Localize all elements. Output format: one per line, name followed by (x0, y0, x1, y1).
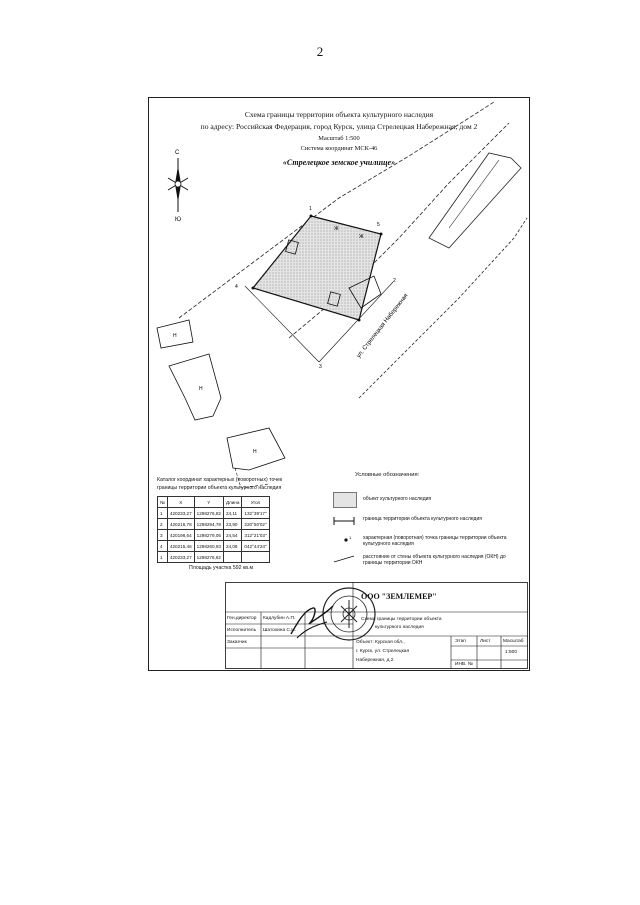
object-name: «Стрелецкое земское училище» (282, 158, 396, 167)
table-row: 3 420198,64 1298279,05 24,54 312°21'03" (157, 529, 270, 541)
legend-title: Условные обозначения: (355, 472, 420, 478)
table-row: 1 420233,27 1298276,82 24,11 132°39'17" (157, 507, 270, 519)
plan-address: по адресу: Российская Федерация, город К… (200, 122, 478, 131)
table-cell: 1 (157, 551, 168, 563)
scale-value: 1:500 (505, 650, 518, 655)
table-row: 2 420216,78 1298294,78 23,90 220°50'02" (157, 518, 270, 530)
column-header: Угол (241, 496, 270, 508)
table-cell: 1298260,93 (193, 540, 224, 552)
sheet-label: Лист (480, 639, 491, 644)
title-block-grid (225, 582, 528, 669)
company-name: ООО "ЗЕМЛЕМЕР" (361, 592, 437, 601)
building-mark: Н (199, 386, 203, 392)
role-label: Исполнитель (227, 628, 257, 633)
table-cell: 312°21'03" (241, 529, 270, 541)
table-cell: 420233,27 (166, 507, 195, 519)
street-boundary-line (178, 101, 495, 319)
table-cell: 1 (157, 507, 168, 519)
svg-text:1: 1 (349, 535, 352, 540)
table-cell: 220°50'02" (241, 518, 270, 530)
table-cell (241, 551, 270, 563)
compass-rose-icon: С Ю (167, 150, 189, 223)
title-block: ООО "ЗЕМЛЕМЕР" Ген.директор Исполнитель … (225, 582, 528, 669)
role-label: Заказчик (227, 640, 247, 645)
building-zh (327, 291, 341, 307)
table-cell: 1298276,82 (193, 507, 224, 519)
table-cell: 2 (157, 518, 168, 530)
table-cell (222, 551, 243, 563)
building-zh (285, 239, 299, 255)
heritage-territory (251, 215, 382, 321)
person-name: Кадлубин А.П. (263, 616, 296, 621)
table-cell: 24,54 (222, 529, 243, 541)
legend-distance-symbol (333, 555, 355, 563)
cadastral-plan: Ж Ж 1 2 3 4 5 ул. Стрелецкая Набережная … (156, 101, 528, 489)
point-label: 1 (309, 206, 312, 212)
signature-icon (290, 605, 334, 639)
table-cell: 1298294,78 (193, 518, 224, 530)
point-label: 2 (393, 278, 396, 284)
address-line: Объект: Курская обл., (356, 640, 405, 645)
legend-point-symbol: 1 (344, 535, 352, 542)
table-cell: 420233,27 (166, 551, 195, 563)
legend-item-text: граница территории объекта культурного н… (363, 516, 482, 522)
point-label: 3 (319, 364, 322, 370)
catalog-title: Каталог координат характерных (поворотны… (157, 477, 283, 483)
address-line: Набережная, д.2 (356, 658, 394, 663)
inventory-label: ИНВ. № (455, 662, 473, 667)
plot-area-text: Площадь участка 592 кв.м (189, 565, 254, 571)
role-label: Ген.директор (227, 616, 257, 621)
address-line: г. Курск, ул. Стрелецкая (356, 649, 410, 654)
sheet-label: Этап (455, 639, 466, 644)
legend-item-text: объект культурного наследия (363, 496, 432, 502)
point-label: 5 (377, 222, 380, 228)
building-mark: Ж (359, 234, 364, 240)
table-cell: 042°44'24" (241, 540, 270, 552)
sheet-label: Масштаб (503, 639, 524, 644)
table-cell: 24,08 (222, 540, 243, 552)
plan-scale: Масштаб 1:500 (318, 135, 360, 142)
table-cell: 3 (157, 529, 168, 541)
column-header: Длина (222, 496, 243, 508)
legend-item-text: расстояние от стены объекта культурного … (363, 554, 506, 566)
compass-north-label: С (175, 150, 180, 156)
legend-boundary-symbol (333, 517, 355, 525)
column-header: Y (193, 496, 224, 508)
street-boundary-line (358, 217, 528, 399)
point-label: 4 (235, 284, 238, 290)
table-cell: 4 (157, 540, 168, 552)
building-mark: Ж (334, 226, 339, 232)
compass-south-label: Ю (175, 217, 181, 223)
table-cell: 420215,46 (166, 540, 195, 552)
column-header: X (166, 496, 195, 508)
plan-coord-system: Система координат МСК-46 (300, 145, 378, 152)
table-cell: 420216,78 (166, 518, 195, 530)
table-row: 4 420215,46 1298260,93 24,08 042°44'24" (157, 540, 270, 552)
neighbour-plot (428, 152, 522, 249)
table-cell: 23,90 (222, 518, 243, 530)
page-number: 2 (316, 44, 324, 59)
table-cell: 132°39'17" (241, 507, 270, 519)
table-cell: 1298279,05 (193, 529, 224, 541)
legend-item-text: характерная (поворотная) точка границы т… (363, 535, 507, 547)
map-sheet: Схема границы территории объекта культур… (148, 97, 530, 671)
column-header: № (157, 496, 168, 508)
building-mark: Н (253, 449, 257, 455)
coordinate-catalog-table: № X Y Длина Угол 1 420233,27 1298276,82 … (157, 496, 270, 563)
table-header-row: № X Y Длина Угол (157, 496, 270, 508)
doc-title: Схема границы территории объекта (361, 617, 442, 622)
person-name: Шатохина С.Н. (263, 628, 297, 633)
table-cell: 24,11 (222, 507, 243, 519)
building-n (226, 427, 286, 471)
legend-swatch-object (333, 492, 357, 508)
building-n (156, 319, 194, 349)
table-cell: 420198,64 (166, 529, 195, 541)
table-row: 1 420233,27 1298276,82 (157, 551, 270, 563)
table-cell: 1298276,82 (193, 551, 224, 563)
doc-title: культурного наследия (375, 625, 424, 630)
catalog-subtitle: границы территории объекта культурного н… (157, 485, 282, 491)
building-n (168, 353, 222, 421)
building-mark: Н (173, 333, 177, 339)
plan-title: Схема границы территории объекта культур… (244, 110, 434, 119)
